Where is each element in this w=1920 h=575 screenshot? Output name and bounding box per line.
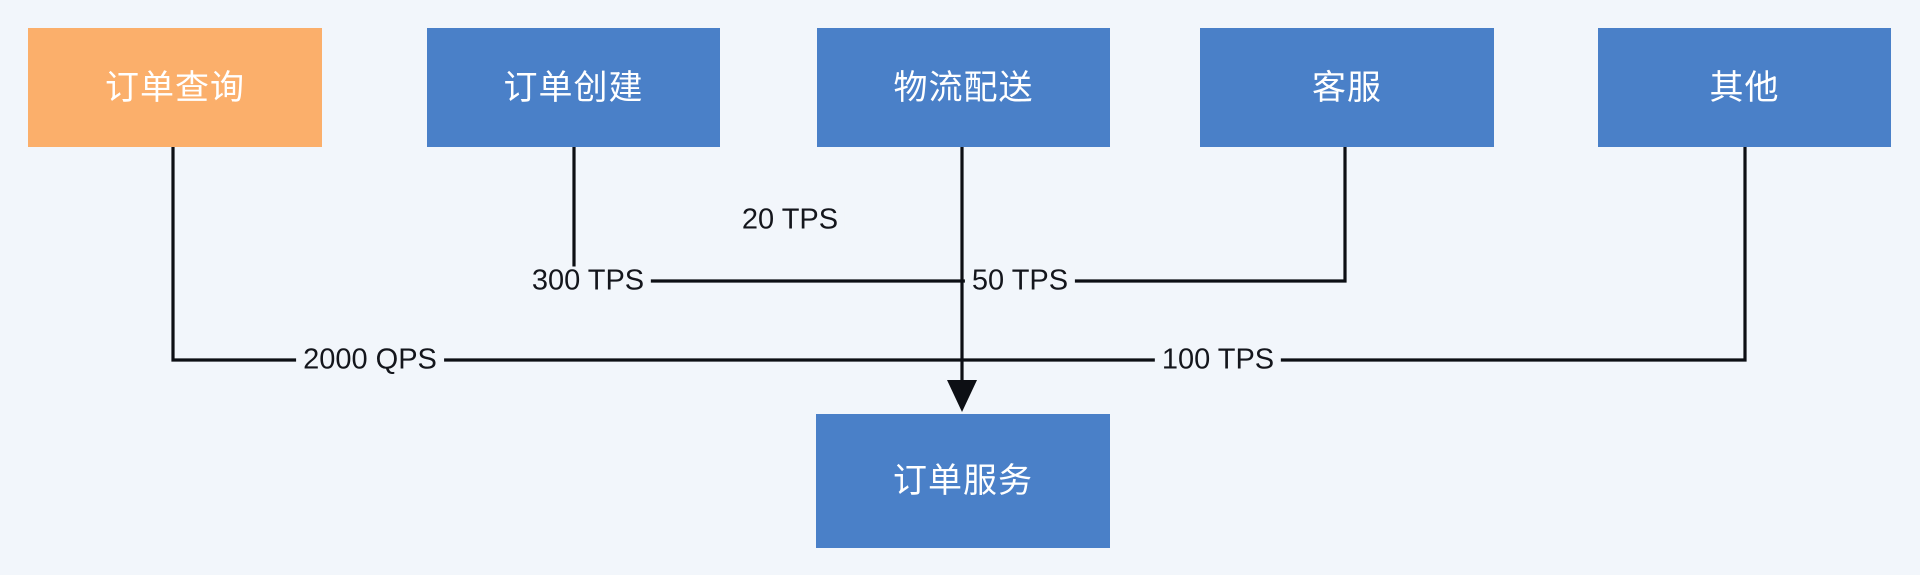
node-order-create[interactable]: 订单创建 — [427, 28, 720, 147]
node-logistics-delivery[interactable]: 物流配送 — [817, 28, 1110, 147]
edge-label-logistics-to-order-service: 20 TPS — [734, 205, 846, 235]
edge-order-query-to-order-service — [171, 147, 962, 362]
node-other[interactable]: 其他 — [1598, 28, 1891, 147]
node-order-query[interactable]: 订单查询 — [28, 28, 322, 147]
node-label-order-query: 订单查询 — [105, 68, 245, 107]
edge-label-order-create-to-order-service: 300 TPS — [524, 266, 652, 296]
node-label-other: 其他 — [1709, 68, 1780, 107]
node-label-logistics-delivery: 物流配送 — [893, 68, 1034, 107]
edge-label-other-to-order-service: 100 TPS — [1154, 345, 1282, 375]
node-customer-service[interactable]: 客服 — [1200, 28, 1494, 147]
node-label-customer-service: 客服 — [1312, 68, 1382, 107]
edge-label-order-query-to-order-service: 2000 QPS — [296, 345, 444, 375]
node-order-service[interactable]: 订单服务 — [816, 414, 1110, 548]
edge-other-to-order-service — [962, 147, 1747, 362]
node-label-order-service: 订单服务 — [893, 462, 1033, 500]
edge-label-customer-service-to-order-service: 50 TPS — [964, 266, 1076, 296]
edge-customer-service-to-order-service — [962, 147, 1347, 283]
arrowhead-down — [947, 380, 977, 412]
node-label-order-create: 订单创建 — [503, 68, 644, 107]
